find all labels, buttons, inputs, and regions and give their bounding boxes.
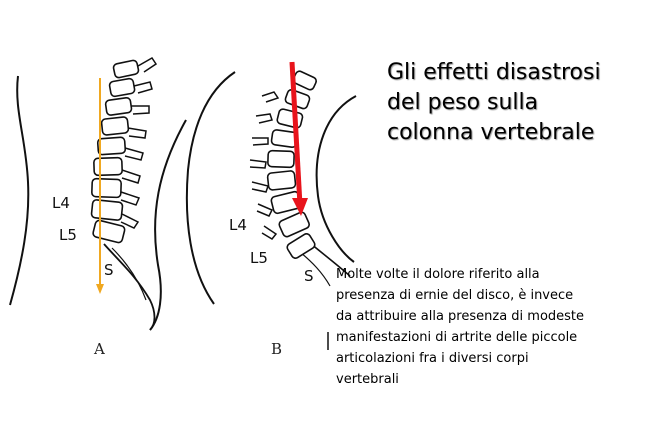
figure-a-label-l5: L5 <box>59 226 77 244</box>
figure-a-load-arrowhead <box>96 284 104 294</box>
note-line-1: Molte volte il dolore riferito alla <box>336 267 540 282</box>
figure-b-load-line <box>289 61 303 206</box>
title-line-2: del peso sulla <box>387 90 539 115</box>
figure-b: L4 L5 S B <box>185 61 357 358</box>
figure-a-back-outline <box>9 75 30 306</box>
figure-b-back-outline <box>185 71 236 305</box>
figure-a-label-s: S <box>104 261 114 279</box>
note-line-3: da attribuire alla presenza di modeste <box>336 309 585 324</box>
figure-b-label-s: S <box>304 267 314 285</box>
explanatory-note: Molte volte il dolore riferito alla pres… <box>336 264 648 390</box>
note-line-6: vertebrali <box>336 372 399 387</box>
figure-b-load-arrowhead <box>292 198 308 216</box>
figure-a: L4 L5 S A <box>9 57 187 358</box>
figure-b-label-l4: L4 <box>229 216 247 234</box>
figure-a-vertebrae <box>90 59 140 244</box>
note-line-4: manifestazioni di artrite delle piccole <box>336 330 578 345</box>
figure-b-label-l5: L5 <box>250 249 268 267</box>
figure-b-vertebrae <box>266 70 317 259</box>
figure-b-caption: B <box>271 340 282 358</box>
title-line-1: Gli effetti disastrosi <box>387 60 601 85</box>
figure-a-label-l4: L4 <box>52 194 70 212</box>
figure-a-front-outline <box>149 119 187 331</box>
figure-a-caption: A <box>93 340 105 358</box>
note-line-2: presenza di ernie del disco, è invece <box>336 288 574 303</box>
figure-b-front-outline <box>315 95 357 263</box>
title-line-3: colonna vertebrale <box>387 120 595 145</box>
slide-title: Gli effetti disastrosi del peso sulla co… <box>387 58 649 148</box>
note-line-5: articolazioni fra i diversi corpi <box>336 351 529 366</box>
